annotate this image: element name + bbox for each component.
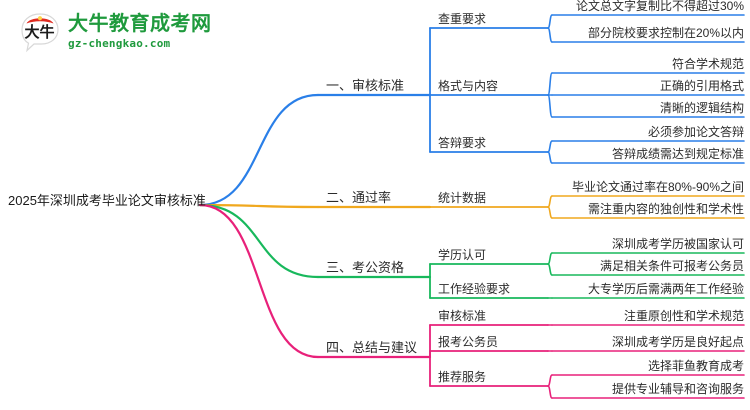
daniu-logo-icon: 大牛 — [21, 13, 59, 53]
mindmap-leaf-2-1-1[interactable]: 毕业论文通过率在80%-90%之间 — [571, 180, 744, 194]
mindmap-subtopic-3-2[interactable]: 工作经验要求 — [438, 282, 511, 296]
mindmap-leaf-1-3-2[interactable]: 答辩成绩需达到规定标准 — [611, 147, 744, 161]
mindmap-branch-2[interactable]: 二、通过率 — [326, 190, 392, 205]
logo-title: 大牛教育成考网 — [68, 11, 212, 35]
mindmap-leaf-1-1-1[interactable]: 论文总文字复制比不得超过30% — [575, 0, 744, 13]
mindmap-leaf-1-2-1[interactable]: 符合学术规范 — [671, 57, 744, 71]
mindmap-leaf-3-1-1[interactable]: 深圳成考学历被国家认可 — [611, 237, 744, 251]
logo-subtitle: gz-chengkao.com — [68, 37, 171, 50]
mindmap-leaf-4-1-1[interactable]: 注重原创性和学术规范 — [623, 309, 744, 323]
mindmap-leaf-4-3-2[interactable]: 提供专业辅导和咨询服务 — [611, 382, 744, 396]
mindmap-branch-1[interactable]: 一、审核标准 — [326, 78, 405, 93]
mindmap-leaf-1-2-3[interactable]: 清晰的逻辑结构 — [659, 101, 744, 115]
mindmap-subtopic-1-1[interactable]: 查重要求 — [438, 12, 487, 26]
mindmap-leaf-4-3-1[interactable]: 选择菲鱼教育成考 — [647, 359, 744, 373]
mindmap-subtopic-2-1[interactable]: 统计数据 — [438, 191, 487, 205]
mindmap-subtopic-1-3[interactable]: 答辩要求 — [438, 136, 487, 150]
logo-text-block: 大牛教育成考网 gz-chengkao.com — [68, 12, 212, 50]
mindmap-branch-3[interactable]: 三、考公资格 — [326, 260, 405, 275]
mindmap-leaf-1-2-2[interactable]: 正确的引用格式 — [659, 79, 744, 93]
mindmap-root-node[interactable]: 2025年深圳成考毕业论文审核标准 — [8, 193, 206, 208]
svg-text:大牛: 大牛 — [24, 23, 54, 41]
mindmap-subtopic-4-3[interactable]: 推荐服务 — [438, 370, 487, 384]
mindmap-subtopic-4-1[interactable]: 审核标准 — [438, 309, 487, 323]
mindmap-subtopic-3-1[interactable]: 学历认可 — [438, 248, 487, 262]
site-logo[interactable]: 大牛 大牛教育成考网 gz-chengkao.com — [18, 8, 233, 56]
mindmap-leaf-1-3-1[interactable]: 必须参加论文答辩 — [647, 125, 744, 139]
mindmap-leaf-3-2-1[interactable]: 大专学历后需满两年工作经验 — [587, 282, 744, 296]
mindmap-leaf-4-2-1[interactable]: 深圳成考学历是良好起点 — [611, 335, 744, 349]
mindmap-leaf-2-1-2[interactable]: 需注重内容的独创性和学术性 — [587, 202, 744, 216]
mindmap-leaf-1-1-2[interactable]: 部分院校要求控制在20%以内 — [587, 26, 744, 40]
mindmap-leaf-3-1-2[interactable]: 满足相关条件可报考公务员 — [599, 259, 744, 273]
mindmap-branch-4[interactable]: 四、总结与建议 — [326, 340, 418, 355]
mindmap-subtopic-1-2[interactable]: 格式与内容 — [438, 79, 499, 93]
mindmap-subtopic-4-2[interactable]: 报考公务员 — [438, 335, 499, 349]
